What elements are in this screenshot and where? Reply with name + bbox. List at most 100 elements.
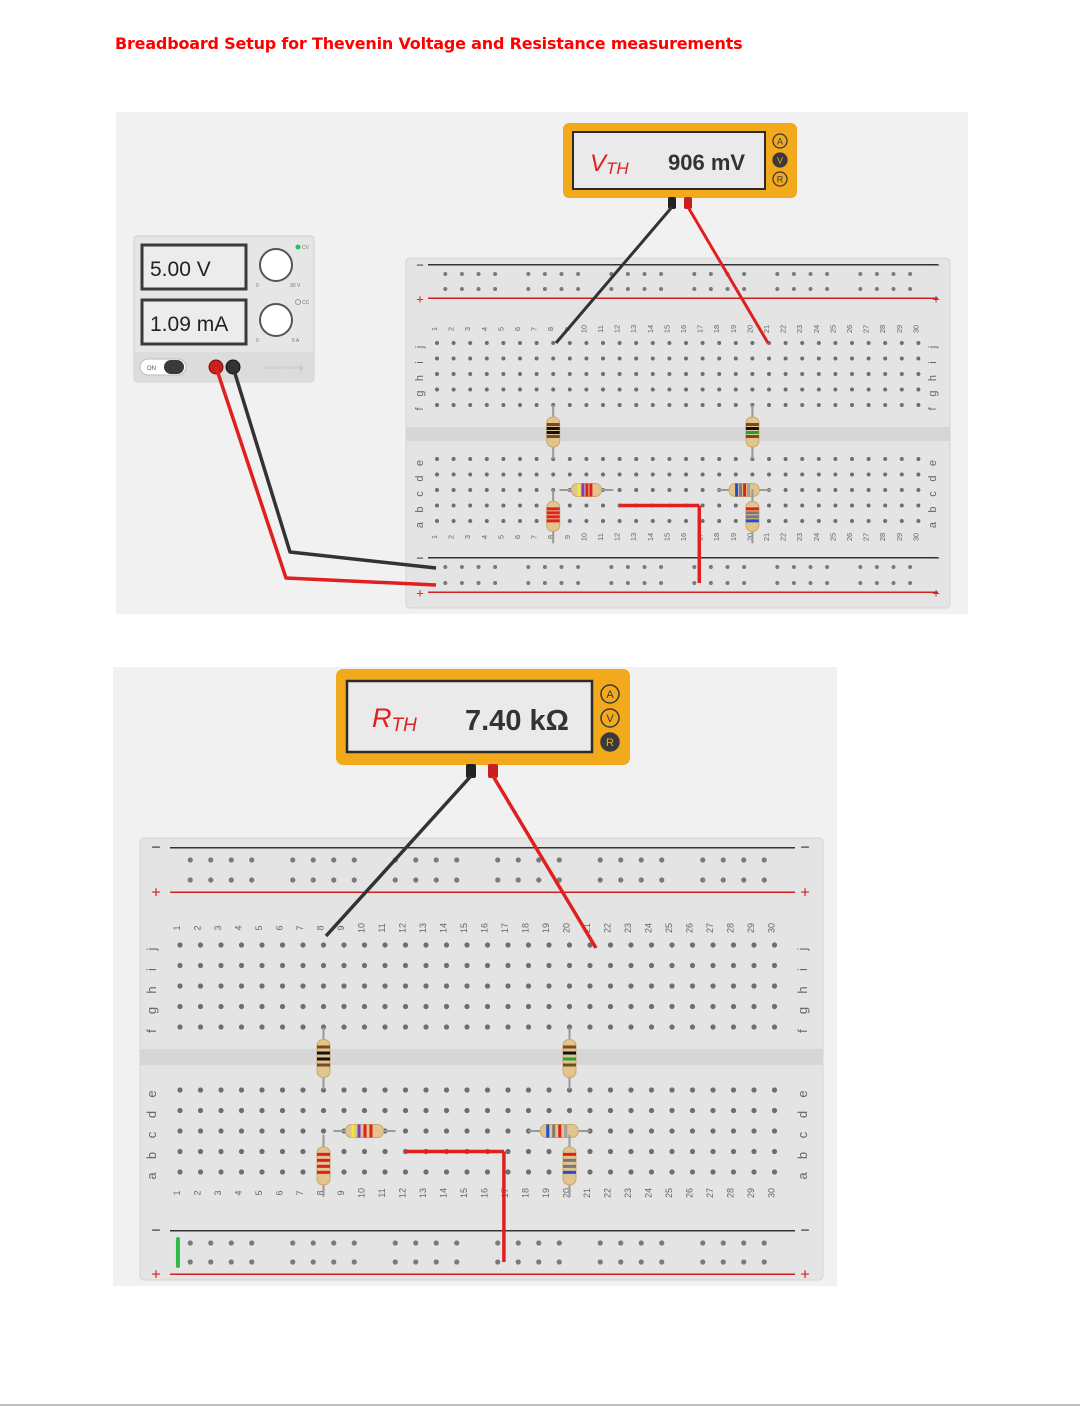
rail-hole[interactable] xyxy=(459,272,464,276)
breadboard-hole[interactable] xyxy=(648,1148,655,1155)
rail-hole[interactable] xyxy=(542,287,547,291)
breadboard-hole[interactable] xyxy=(800,519,805,523)
rail-hole[interactable] xyxy=(791,565,796,569)
breadboard-hole[interactable] xyxy=(733,356,738,361)
breadboard-hole[interactable] xyxy=(601,387,605,392)
rail-hole[interactable] xyxy=(542,565,547,569)
rail-hole[interactable] xyxy=(228,857,234,863)
rail-hole[interactable] xyxy=(331,877,337,883)
breadboard-hole[interactable] xyxy=(669,962,675,969)
breadboard-hole[interactable] xyxy=(443,1169,450,1175)
breadboard-hole[interactable] xyxy=(451,341,456,345)
rail-hole[interactable] xyxy=(761,1240,767,1246)
breadboard-hole[interactable] xyxy=(525,1024,532,1030)
breadboard-hole[interactable] xyxy=(667,519,672,523)
rail-hole[interactable] xyxy=(700,877,706,883)
breadboard-hole[interactable] xyxy=(551,356,556,361)
breadboard-hole[interactable] xyxy=(484,372,489,376)
breadboard-hole[interactable] xyxy=(767,372,771,376)
rail-hole[interactable] xyxy=(249,1240,255,1246)
breadboard-hole[interactable] xyxy=(468,341,473,345)
voltage-knob[interactable] xyxy=(259,248,293,282)
breadboard-hole[interactable] xyxy=(382,1169,388,1175)
rail-hole[interactable] xyxy=(559,565,564,569)
breadboard-hole[interactable] xyxy=(684,341,688,345)
rail-hole[interactable] xyxy=(659,857,665,863)
breadboard-hole[interactable] xyxy=(628,942,634,948)
breadboard-hole[interactable] xyxy=(197,1169,204,1175)
breadboard-hole[interactable] xyxy=(607,1148,614,1155)
breadboard-hole[interactable] xyxy=(883,341,888,345)
breadboard-hole[interactable] xyxy=(320,962,327,969)
breadboard-hole[interactable] xyxy=(916,457,921,461)
rail-hole[interactable] xyxy=(515,1259,521,1265)
breadboard-hole[interactable] xyxy=(484,503,489,508)
rail-hole[interactable] xyxy=(742,565,747,569)
breadboard-hole[interactable] xyxy=(551,372,556,376)
breadboard-hole[interactable] xyxy=(634,372,639,376)
rail-hole[interactable] xyxy=(775,287,780,291)
breadboard-hole[interactable] xyxy=(584,472,589,477)
breadboard-hole[interactable] xyxy=(587,1107,593,1114)
rail-hole[interactable] xyxy=(908,565,913,569)
breadboard-hole[interactable] xyxy=(361,1024,368,1030)
breadboard-hole[interactable] xyxy=(850,403,854,407)
rail-hole[interactable] xyxy=(559,272,564,276)
rail-hole[interactable] xyxy=(708,565,713,569)
breadboard-hole[interactable] xyxy=(751,962,757,969)
breadboard-hole[interactable] xyxy=(279,1087,286,1093)
rail-hole[interactable] xyxy=(331,1240,337,1246)
breadboard-hole[interactable] xyxy=(238,942,245,948)
rail-hole[interactable] xyxy=(493,565,498,569)
rail-hole[interactable] xyxy=(874,272,879,276)
breadboard-hole[interactable] xyxy=(684,488,688,492)
rail-hole[interactable] xyxy=(858,272,863,276)
rail-hole[interactable] xyxy=(459,287,464,291)
breadboard-hole[interactable] xyxy=(451,488,456,492)
rail-hole[interactable] xyxy=(775,272,780,276)
breadboard-hole[interactable] xyxy=(648,1128,655,1134)
breadboard-hole[interactable] xyxy=(484,983,491,989)
breadboard-hole[interactable] xyxy=(648,983,655,989)
breadboard-hole[interactable] xyxy=(505,942,511,948)
breadboard-hole[interactable] xyxy=(717,457,722,461)
breadboard-hole[interactable] xyxy=(484,519,489,523)
rail-hole[interactable] xyxy=(597,1259,603,1265)
breadboard-hole[interactable] xyxy=(501,472,506,477)
breadboard-hole[interactable] xyxy=(648,1024,655,1030)
breadboard-hole[interactable] xyxy=(771,1128,778,1134)
rail-hole[interactable] xyxy=(638,877,644,883)
breadboard-hole[interactable] xyxy=(218,962,224,969)
rail-hole[interactable] xyxy=(187,1240,193,1246)
breadboard-hole[interactable] xyxy=(451,503,456,508)
rail-hole[interactable] xyxy=(659,287,664,291)
breadboard-hole[interactable] xyxy=(468,387,473,392)
rail-hole[interactable] xyxy=(556,1259,562,1265)
breadboard-hole[interactable] xyxy=(601,472,605,477)
breadboard-hole[interactable] xyxy=(464,1003,470,1010)
breadboard-hole[interactable] xyxy=(730,1087,737,1093)
resistor-r3[interactable] xyxy=(546,489,561,544)
breadboard-hole[interactable] xyxy=(518,503,522,508)
breadboard-hole[interactable] xyxy=(866,403,871,407)
breadboard-hole[interactable] xyxy=(382,1024,388,1030)
rail-hole[interactable] xyxy=(515,877,521,883)
breadboard-hole[interactable] xyxy=(518,341,522,345)
breadboard-hole[interactable] xyxy=(566,1024,573,1030)
breadboard-hole[interactable] xyxy=(710,1169,716,1175)
breadboard-hole[interactable] xyxy=(601,403,605,407)
rail-hole[interactable] xyxy=(454,857,460,863)
breadboard-hole[interactable] xyxy=(300,1087,306,1093)
breadboard-hole[interactable] xyxy=(567,519,572,523)
vth-black-probe[interactable] xyxy=(668,197,676,209)
breadboard-hole[interactable] xyxy=(717,519,722,523)
breadboard-hole[interactable] xyxy=(300,962,306,969)
breadboard-hole[interactable] xyxy=(833,341,838,345)
breadboard-hole[interactable] xyxy=(177,942,183,948)
breadboard-hole[interactable] xyxy=(601,341,605,345)
ammeter-mode-button[interactable] xyxy=(772,133,788,149)
breadboard-hole[interactable] xyxy=(567,503,572,508)
breadboard-hole[interactable] xyxy=(783,387,788,392)
breadboard-hole[interactable] xyxy=(443,942,450,948)
breadboard-hole[interactable] xyxy=(238,1148,245,1155)
